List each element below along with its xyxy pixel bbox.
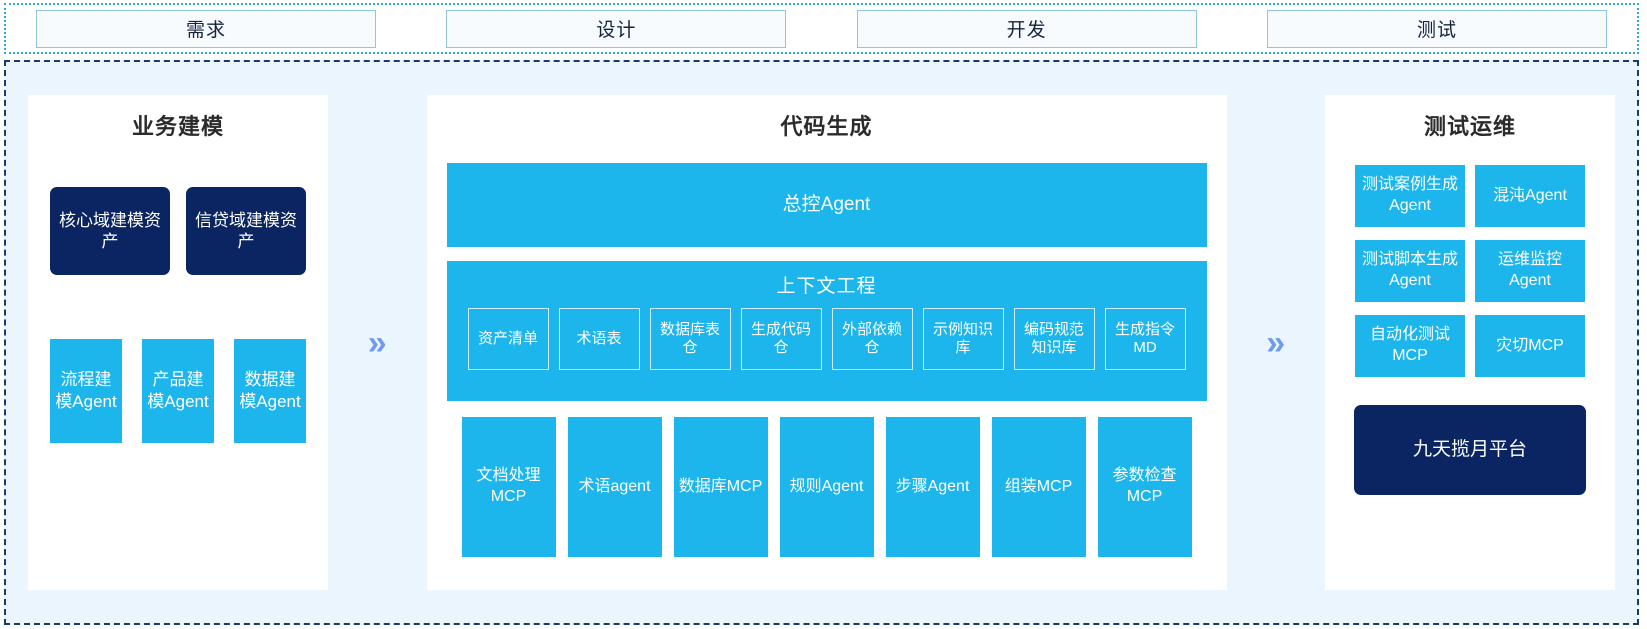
card-product-modeling-agent[interactable]: 产品建模Agent [142,339,214,443]
context-chip-db-table-repo[interactable]: 数据库表仓 [649,308,731,370]
chip-label: 生成指令MD [1114,321,1175,356]
card-glossary-agent[interactable]: 术语agent [567,417,662,557]
chip-label: 外部依赖仓 [841,321,902,356]
phase-tab-label: 设计 [596,20,637,41]
card-label: 数据建模Agent [239,369,301,411]
phase-tab-label: 开发 [1006,20,1047,41]
panel-code-generation: 代码生成 总控Agent 上下文工程 资产清单 术语表 数据库表仓 生成代码仓 [426,95,1227,590]
context-engineering-items: 资产清单 术语表 数据库表仓 生成代码仓 外部依赖仓 示例知识库 [467,308,1186,370]
card-assembly-mcp[interactable]: 组装MCP [991,417,1086,557]
code-generation-tools: 文档处理MCP 术语agent 数据库MCP 规则Agent 步骤Agent 组… [461,417,1192,557]
card-automated-test-mcp[interactable]: 自动化测试MCP [1355,315,1465,377]
card-label: 组装MCP [1004,477,1073,495]
card-label: 测试脚本生成Agent [1361,251,1458,289]
architecture-canvas: 业务建模 核心域建模资产 信贷域建模资产 流程建模Agent 产品建模Agent… [4,60,1639,625]
context-engineering-block: 上下文工程 资产清单 术语表 数据库表仓 生成代码仓 外部依赖仓 示 [446,261,1207,401]
chip-label: 资产清单 [477,330,538,347]
chevron-glyph: » [1266,323,1286,362]
context-chip-coding-standard-knowledge-base[interactable]: 编码规范知识库 [1013,308,1095,370]
context-engineering-title: 上下文工程 [776,276,877,297]
business-agents-group: 流程建模Agent 产品建模Agent 数据建模Agent [50,339,306,443]
phase-bar: 需求 设计 开发 测试 [4,3,1639,54]
panel-title: 业务建模 [131,114,224,139]
card-label: 规则Agent [789,477,864,495]
panel-test-operations: 测试运维 测试案例生成Agent 混沌Agent 测试脚本生成Agent 运维监… [1325,95,1615,590]
phase-tab-label: 需求 [185,20,226,41]
chip-label: 术语表 [576,330,622,347]
card-label: 九天揽月平台 [1412,439,1527,461]
card-label: 术语agent [578,477,651,495]
card-data-modeling-agent[interactable]: 数据建模Agent [234,339,306,443]
phase-tab-testing[interactable]: 测试 [1266,9,1607,48]
card-ops-monitoring-agent[interactable]: 运维监控Agent [1475,240,1585,302]
card-label: 运维监控Agent [1497,251,1562,289]
chip-label: 数据库表仓 [659,321,720,356]
card-credit-domain-asset[interactable]: 信贷域建模资产 [186,187,306,275]
context-chip-generated-code-repo[interactable]: 生成代码仓 [740,308,822,370]
card-label: 步骤Agent [895,477,970,495]
context-chip-asset-inventory[interactable]: 资产清单 [467,308,549,370]
panel-title: 测试运维 [1423,114,1516,139]
card-disaster-switch-mcp[interactable]: 灾切MCP [1475,315,1585,377]
card-step-agent[interactable]: 步骤Agent [885,417,980,557]
panel-business-modeling: 业务建模 核心域建模资产 信贷域建模资产 流程建模Agent 产品建模Agent… [28,95,328,590]
phase-tab-label: 测试 [1416,20,1457,41]
card-label: 总控Agent [782,193,871,215]
panel-title: 代码生成 [780,114,873,139]
card-label: 核心域建模资产 [59,210,161,251]
card-chaos-agent[interactable]: 混沌Agent [1475,165,1585,227]
chevron-right-icon: » [328,326,427,360]
card-label: 数据库MCP [678,477,763,495]
card-core-domain-asset[interactable]: 核心域建模资产 [50,187,170,275]
chip-label: 示例知识库 [932,321,993,356]
phase-tab-requirements[interactable]: 需求 [36,9,376,48]
card-label: 文档处理MCP [476,467,541,505]
card-label: 流程建模Agent [55,369,117,411]
card-rule-agent[interactable]: 规则Agent [779,417,874,557]
card-master-agent[interactable]: 总控Agent [446,163,1207,247]
test-ops-grid: 测试案例生成Agent 混沌Agent 测试脚本生成Agent 运维监控Agen… [1355,165,1585,377]
card-label: 信贷域建模资产 [195,210,297,251]
card-label: 参数检查MCP [1112,467,1177,505]
context-chip-external-dependency-repo[interactable]: 外部依赖仓 [831,308,913,370]
card-process-modeling-agent[interactable]: 流程建模Agent [50,339,122,443]
card-label: 测试案例生成Agent [1361,176,1458,214]
chip-label: 生成代码仓 [750,321,811,356]
card-test-case-generation-agent[interactable]: 测试案例生成Agent [1355,165,1465,227]
card-label: 灾切MCP [1496,336,1564,354]
context-chip-glossary[interactable]: 术语表 [558,308,640,370]
card-document-processing-mcp[interactable]: 文档处理MCP [461,417,556,557]
context-chip-example-knowledge-base[interactable]: 示例知识库 [922,308,1004,370]
card-label: 混沌Agent [1493,186,1567,204]
card-label: 产品建模Agent [147,369,209,411]
chevron-glyph: » [367,323,387,362]
chevron-right-icon: » [1227,326,1326,360]
card-jiutian-lanyue-platform[interactable]: 九天揽月平台 [1354,405,1586,495]
card-parameter-check-mcp[interactable]: 参数检查MCP [1097,417,1192,557]
card-database-mcp[interactable]: 数据库MCP [673,417,768,557]
business-assets-group: 核心域建模资产 信贷域建模资产 [50,187,306,275]
phase-tab-development[interactable]: 开发 [856,9,1197,48]
card-label: 自动化测试MCP [1369,326,1450,364]
context-chip-generation-instruction-md[interactable]: 生成指令MD [1104,308,1186,370]
chip-label: 编码规范知识库 [1023,321,1084,356]
card-test-script-generation-agent[interactable]: 测试脚本生成Agent [1355,240,1465,302]
phase-tab-design[interactable]: 设计 [446,9,787,48]
